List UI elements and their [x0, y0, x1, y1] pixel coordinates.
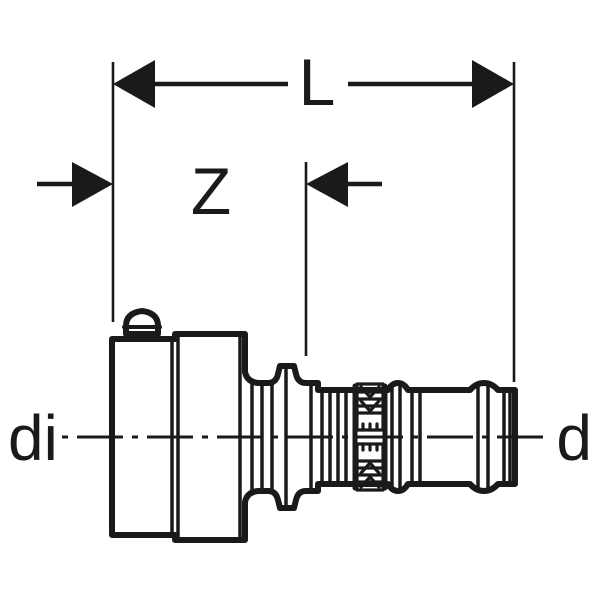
- diameter-inner-label: di: [8, 402, 58, 474]
- sealing-ring-detail-upper: [355, 382, 385, 432]
- dimension-L: L: [111, 45, 516, 382]
- dimension-Z: Z: [37, 154, 382, 356]
- socket-tab-icon: [123, 308, 161, 337]
- fitting-outline-lower: [109, 434, 518, 543]
- dimension-Z-arrow-right-icon: [306, 162, 348, 207]
- sealing-ring-detail-lower: [355, 442, 385, 492]
- dimension-L-arrow-right-icon: [472, 60, 514, 108]
- dimension-Z-label: Z: [191, 154, 231, 228]
- diameter-outer-label: d: [556, 402, 592, 474]
- fitting-body-graphic: [109, 308, 518, 543]
- fitting-outline-upper: [109, 331, 518, 440]
- dimension-L-label: L: [299, 45, 336, 119]
- dimension-Z-arrow-left-icon: [72, 162, 113, 207]
- dimension-L-arrow-left-icon: [113, 60, 155, 108]
